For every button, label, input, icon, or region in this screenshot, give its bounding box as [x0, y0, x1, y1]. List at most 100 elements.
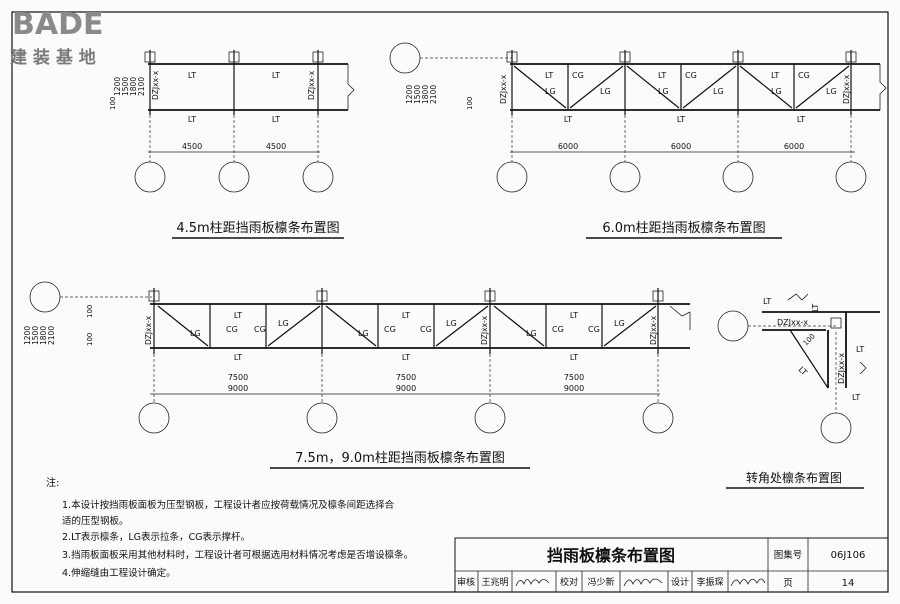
break-line	[347, 64, 355, 110]
drawing-title: 挡雨板檩条布置图	[547, 546, 675, 565]
span-label: 6000	[558, 142, 578, 151]
column-box	[845, 51, 857, 63]
axis-bubble	[717, 310, 749, 342]
span-label: 7500	[564, 373, 584, 382]
axis-bubble	[642, 402, 674, 434]
tie-label: LG	[614, 319, 625, 328]
purlin-label: LT	[797, 365, 809, 377]
strut-label: CG	[226, 325, 238, 334]
column-label: DZJxx-x	[307, 70, 316, 100]
tie-label: LG	[526, 329, 537, 338]
column-box	[148, 290, 160, 302]
purlin-label: LT	[570, 311, 578, 320]
column-box	[312, 51, 324, 63]
tie	[739, 65, 793, 109]
axis-bubble	[835, 161, 867, 193]
logo: BADE 建 装 基 地	[10, 7, 103, 68]
note-item: 适的压型钢板。	[62, 515, 129, 527]
tie-label: LG	[358, 329, 369, 338]
designer-label: 设计	[671, 576, 689, 588]
height-label: 2100	[137, 77, 146, 96]
break-line	[669, 305, 691, 330]
column-box	[228, 51, 240, 63]
axis-bubble	[134, 161, 166, 193]
purlin-label: LT	[272, 115, 280, 124]
height-label: 1200	[23, 326, 32, 345]
purlin-label: LT	[856, 345, 864, 354]
height-dims: 1200 1500 1800 2100	[405, 85, 438, 104]
purlin-label: LT	[811, 304, 820, 312]
title-block-frame	[454, 537, 889, 593]
title-block: 挡雨板檩条布置图 图集号 06J106 页 14 审核 王兆明 校对 冯少新 设…	[454, 537, 889, 593]
column-label: DZJxx-x	[649, 315, 658, 345]
height-label: 1200	[113, 77, 122, 96]
purlin-label: LT	[852, 393, 860, 402]
axis-bubble	[389, 42, 421, 74]
tie	[682, 65, 737, 109]
tie-label: LG	[600, 87, 611, 96]
purlin-label: LT	[570, 353, 578, 362]
purlin-label: LT	[763, 297, 771, 306]
height-label: 1200	[405, 85, 414, 104]
tie-label: LG	[545, 87, 556, 96]
span-label: 6000	[784, 142, 804, 151]
height-label: 1800	[39, 326, 48, 345]
column-box	[732, 51, 744, 63]
purlin-label: LT	[188, 115, 196, 124]
tie	[267, 305, 321, 347]
break-line	[879, 64, 887, 110]
tie	[513, 65, 567, 109]
offset-label: 100	[802, 332, 817, 347]
reviewer-label: 审核	[457, 576, 475, 588]
span-label: 7500	[396, 373, 416, 382]
note-item: 3.挡雨板面板采用其他材料时，工程设计者可根据选用材料情况考虑是否增设檩条。	[62, 549, 413, 561]
height-label: 2100	[47, 326, 56, 345]
span-label: 9000	[228, 384, 248, 393]
column-box	[506, 51, 518, 63]
span-label: 4500	[182, 142, 202, 151]
tie-label: LG	[278, 319, 289, 328]
designer-name: 李振琛	[696, 576, 723, 588]
tie	[493, 305, 545, 347]
span-label: 4500	[266, 142, 286, 151]
offset-label: 100	[86, 333, 94, 346]
purlin-label: LT	[771, 71, 779, 80]
tie-label: LG	[446, 319, 457, 328]
tie-label: LG	[713, 87, 724, 96]
column-label: DZJxx-x	[144, 315, 153, 345]
purlin-label: LT	[677, 115, 685, 124]
note-item: 4.伸缩缝由工程设计确定。	[62, 567, 176, 579]
axis-bubble	[218, 161, 250, 193]
purlin-label: LT	[234, 311, 242, 320]
diagram-title: 4.5m柱距挡雨板檩条布置图	[176, 220, 339, 236]
purlin-label: LT	[658, 71, 666, 80]
axis-bubble	[138, 402, 170, 434]
break-line	[859, 361, 867, 375]
column-label: DZJxx-x	[151, 70, 160, 100]
height-label: 2100	[429, 85, 438, 104]
break-line	[787, 293, 809, 301]
column-box	[619, 51, 631, 63]
purlin-label: LT	[402, 353, 410, 362]
axis-bubble	[496, 161, 528, 193]
tie	[626, 65, 680, 109]
column-label: DZJxx-x	[842, 74, 851, 104]
strut-label: CG	[685, 71, 697, 80]
checker-signature	[623, 578, 663, 587]
tie	[789, 329, 829, 389]
height-dims: 1200 1500 1800 2100	[23, 326, 56, 345]
column-box	[652, 290, 664, 302]
span-label: 7500	[228, 373, 248, 382]
column-box	[144, 51, 156, 63]
page-number: 14	[842, 578, 855, 589]
span-label: 9000	[564, 384, 584, 393]
strut-label: CG	[552, 325, 564, 334]
strut-label: CG	[572, 71, 584, 80]
diagram-title: 转角处檩条布置图	[746, 470, 842, 485]
tie-label: LG	[658, 87, 669, 96]
diagram-4.5m: 1200 1500 1800 2100 LT LT LT LT DZJxx-x …	[109, 50, 355, 239]
height-label: 1500	[121, 77, 130, 96]
height-label: 1800	[129, 77, 138, 96]
